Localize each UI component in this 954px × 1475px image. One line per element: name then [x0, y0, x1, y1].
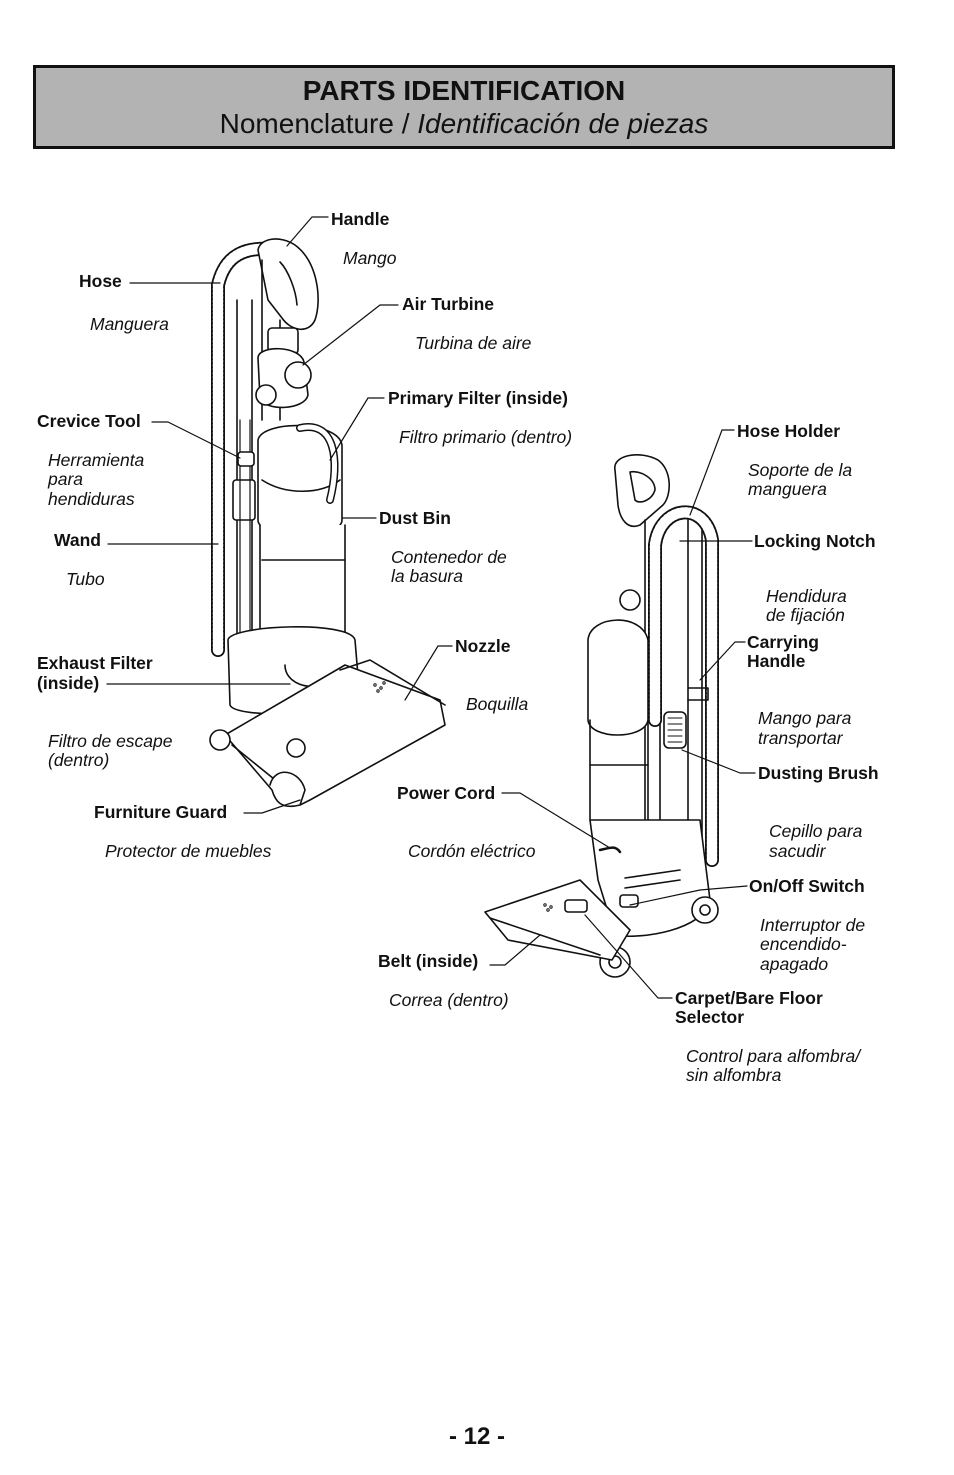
label-carpet-selector-es-2: sin alfombra — [686, 1065, 782, 1085]
label-exhaust-filter-2: (inside) — [37, 673, 100, 693]
label-power-cord: Power Cord — [397, 783, 496, 803]
label-crevice-tool-es-3: hendiduras — [48, 489, 135, 509]
label-handle: Handle — [331, 209, 390, 229]
label-primary-filter: Primary Filter (inside) — [388, 388, 568, 408]
label-carrying-handle-es-1: Mango para — [758, 708, 852, 728]
page-title: PARTS IDENTIFICATION — [302, 75, 626, 106]
label-exhaust-filter-es-2: (dentro) — [48, 750, 110, 770]
label-wand-es: Tubo — [66, 569, 105, 589]
label-carrying-handle-es-2: transportar — [758, 728, 843, 748]
back-vacuum-drawing — [484, 454, 719, 978]
label-air-turbine: Air Turbine — [402, 294, 495, 314]
label-onoff-switch-es-1: Interruptor de — [760, 915, 866, 935]
label-locking-notch-es-2: de fijación — [766, 605, 845, 625]
label-crevice-tool-es-1: Herramienta — [48, 450, 145, 470]
label-dusting-brush-es-2: sacudir — [769, 841, 826, 861]
label-crevice-tool: Crevice Tool — [37, 411, 141, 431]
label-onoff-switch-es-2: encendido- — [760, 934, 847, 954]
label-carpet-selector-es-1: Control para alfombra/ — [686, 1046, 861, 1066]
label-belt: Belt (inside) — [378, 951, 479, 971]
label-nozzle-es: Boquilla — [466, 694, 529, 714]
label-dust-bin-es-1: Contenedor de — [391, 547, 507, 567]
label-carpet-selector-1: Carpet/Bare Floor — [675, 988, 823, 1008]
label-hose-holder: Hose Holder — [737, 421, 841, 441]
leader-lines — [106, 216, 756, 999]
label-onoff-switch-es-3: apagado — [760, 954, 829, 974]
label-furniture-guard: Furniture Guard — [94, 802, 228, 822]
label-onoff-switch: On/Off Switch — [749, 876, 865, 896]
label-dust-bin: Dust Bin — [379, 508, 451, 528]
label-hose-holder-es-2: manguera — [748, 479, 827, 499]
subtitle-italic: Identificación de piezas — [417, 108, 709, 139]
label-belt-es: Correa (dentro) — [389, 990, 509, 1010]
label-dusting-brush: Dusting Brush — [758, 763, 879, 783]
label-locking-notch: Locking Notch — [754, 531, 876, 551]
label-exhaust-filter-es-1: Filtro de escape — [48, 731, 173, 751]
label-locking-notch-es-1: Hendidura — [766, 586, 847, 606]
page-subtitle: Nomenclature / Identificación de piezas — [36, 107, 892, 141]
label-furniture-guard-es: Protector de muebles — [105, 841, 272, 861]
title-banner: PARTS IDENTIFICATION Nomenclature / Iden… — [33, 65, 895, 149]
label-crevice-tool-es-2: para — [48, 469, 84, 489]
label-carrying-handle-1: Carrying — [747, 632, 819, 652]
subtitle-plain: Nomenclature / — [219, 108, 418, 139]
label-carpet-selector-2: Selector — [675, 1007, 745, 1027]
label-exhaust-filter-1: Exhaust Filter — [37, 653, 153, 673]
label-primary-filter-es: Filtro primario (dentro) — [399, 427, 573, 447]
label-nozzle: Nozzle — [455, 636, 511, 656]
label-carrying-handle-2: Handle — [747, 651, 806, 671]
page-number: - 12 - — [448, 1423, 505, 1450]
label-power-cord-es: Cordón eléctrico — [408, 841, 536, 861]
label-handle-es: Mango — [343, 248, 397, 268]
label-wand: Wand — [54, 530, 101, 550]
label-hose-es: Manguera — [90, 314, 169, 334]
label-dust-bin-es-2: la basura — [391, 566, 463, 586]
label-hose: Hose — [79, 271, 122, 291]
front-vacuum-drawing — [209, 238, 446, 808]
label-hose-holder-es-1: Soporte de la — [748, 460, 853, 480]
label-dusting-brush-es-1: Cepillo para — [769, 821, 863, 841]
label-air-turbine-es: Turbina de aire — [415, 333, 532, 353]
